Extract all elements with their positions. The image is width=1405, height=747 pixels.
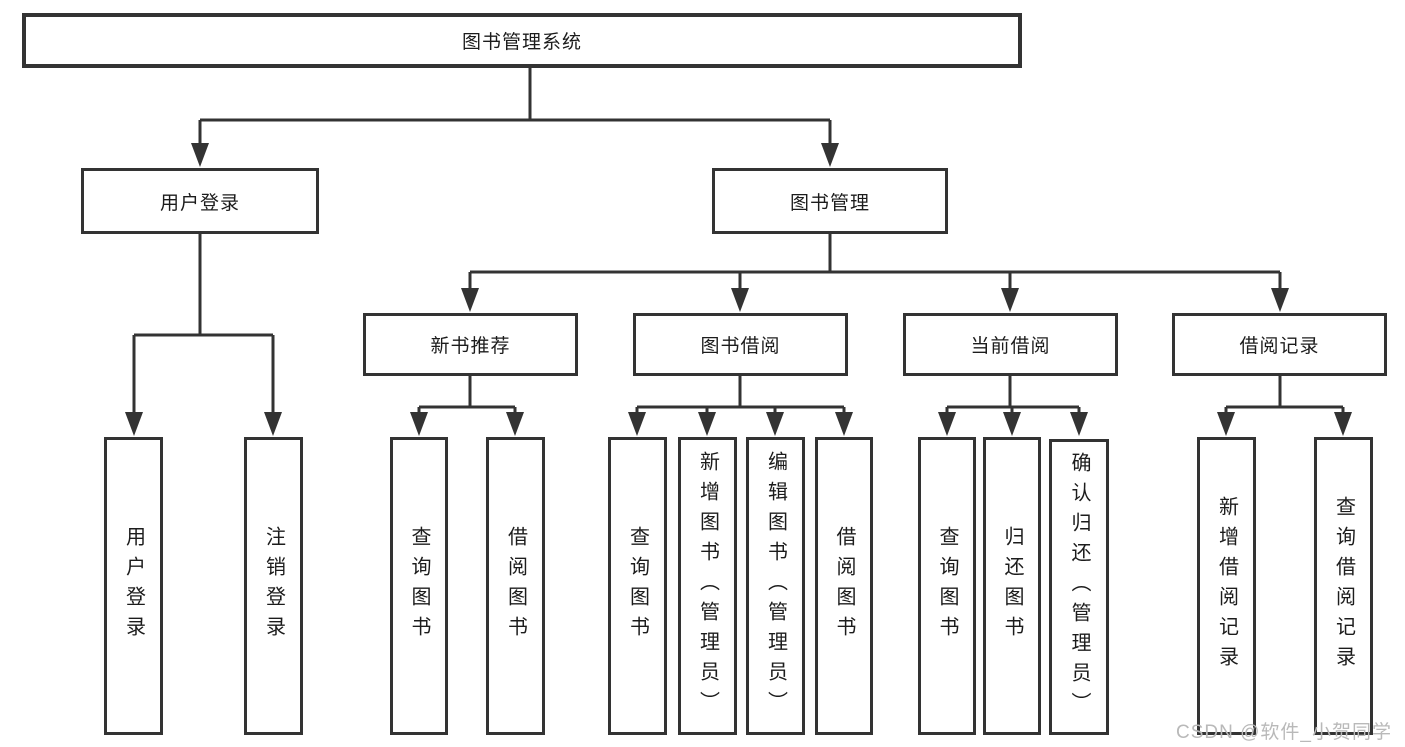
node-borrowing-records: 借阅记录 [1172, 313, 1387, 376]
node-book-borrowing: 图书借阅 [633, 313, 848, 376]
connector-current-borrow-children [938, 376, 1088, 436]
node-current-borrowing: 当前借阅 [903, 313, 1118, 376]
node-library-management-system: 图书管理系统 [22, 13, 1022, 68]
leaf-borrow-edit-book-admin: 编辑图书（管理员） [746, 437, 805, 735]
connector-book-management-children [461, 234, 1289, 312]
connector-book-borrow-children [628, 376, 853, 436]
leaf-user-login: 用户登录 [104, 437, 163, 735]
leaf-borrow-add-book-admin: 新增图书（管理员） [678, 437, 737, 735]
leaf-records-query-record-label: 查询借阅记录 [1332, 496, 1355, 676]
leaf-records-add-record: 新增借阅记录 [1197, 437, 1256, 735]
node-new-book-recommendation: 新书推荐 [363, 313, 578, 376]
leaf-records-query-record: 查询借阅记录 [1314, 437, 1373, 735]
leaf-borrow-query-book: 查询图书 [608, 437, 667, 735]
node-book-management: 图书管理 [712, 168, 948, 234]
connector-user-login-children [125, 234, 282, 436]
leaf-borrow-query-book-label: 查询图书 [626, 526, 649, 646]
leaf-current-query-book-label: 查询图书 [936, 526, 958, 646]
leaf-records-add-record-label: 新增借阅记录 [1215, 496, 1238, 676]
connector-borrow-records-children [1217, 376, 1352, 436]
watermark: CSDN @软件_小贺同学 [1176, 722, 1392, 743]
leaf-newbook-borrow-book: 借阅图书 [486, 437, 545, 735]
leaf-user-login-label: 用户登录 [122, 526, 145, 646]
leaf-logout-login-label: 注销登录 [262, 526, 285, 646]
leaf-borrow-add-book-admin-label: 新增图书（管理员） [696, 451, 719, 721]
leaf-current-confirm-return-admin-label: 确认归还（管理员） [1068, 452, 1090, 722]
leaf-logout-login: 注销登录 [244, 437, 303, 735]
leaf-current-confirm-return-admin: 确认归还（管理员） [1049, 439, 1109, 735]
leaf-newbook-query-book: 查询图书 [390, 437, 448, 735]
leaf-borrow-borrow-book: 借阅图书 [815, 437, 873, 735]
leaf-newbook-borrow-book-label: 借阅图书 [504, 526, 527, 646]
connector-new-book-children [410, 376, 524, 436]
leaf-current-return-book-label: 归还图书 [1001, 526, 1023, 646]
connector-root-to-level1 [191, 68, 839, 167]
leaf-newbook-query-book-label: 查询图书 [408, 526, 430, 646]
node-user-login: 用户登录 [81, 168, 319, 234]
leaf-borrow-edit-book-admin-label: 编辑图书（管理员） [764, 451, 787, 721]
leaf-current-return-book: 归还图书 [983, 437, 1041, 735]
leaf-current-query-book: 查询图书 [918, 437, 976, 735]
leaf-borrow-borrow-book-label: 借阅图书 [833, 526, 855, 646]
